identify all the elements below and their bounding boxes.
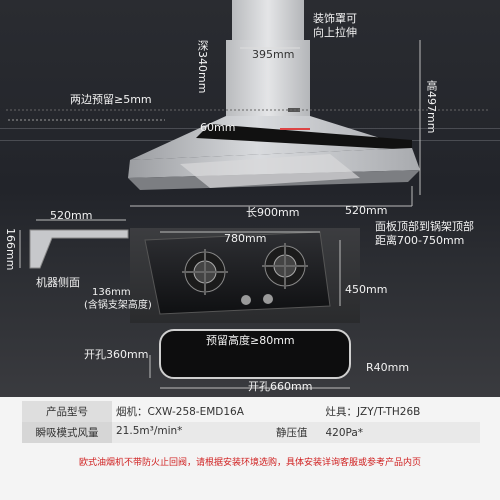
height-label: 高497mm [425, 80, 438, 134]
side-view-height-label: 166mm [4, 228, 17, 271]
chimney-depth-label: 深340mm [196, 40, 209, 94]
hood-model: 烟机：CXW-258-EMD16A [116, 406, 244, 418]
cutout-radius-label: R40mm [366, 361, 410, 374]
control-panel [196, 124, 412, 150]
stove-depth-label: 450mm [345, 283, 388, 296]
cutout-length-label: 开孔660mm [248, 380, 313, 393]
rack-height-note: (含锅支架高度) [84, 300, 152, 311]
rack-height-label: 136mm [92, 287, 131, 298]
footnote: 欧式油烟机不带防火止回阀，请根据安装环境选购，具体安装详询客服或参考产品内页 [78, 458, 421, 468]
hood-depth-label: 520mm [345, 204, 388, 217]
cutout-width-label: 开孔360mm [84, 348, 149, 361]
airflow-value: 21.5m³/min* 静压值 [112, 422, 322, 443]
side-view-width-label: 520mm [50, 209, 93, 222]
decor-cover-note-2: 向上拉伸 [313, 26, 357, 39]
spec-table: 产品型号 烟机：CXW-258-EMD16A 灶具：JZY/T-TH26B 瞬吸… [22, 401, 480, 443]
table-row: 产品型号 烟机：CXW-258-EMD16A 灶具：JZY/T-TH26B [22, 401, 480, 422]
side-clearance-label: 两边预留≥5mm [70, 93, 152, 106]
burner-left [182, 249, 228, 295]
knob-right [263, 294, 273, 304]
burner-right [262, 243, 308, 289]
side-view-caption: 机器侧面 [36, 276, 80, 289]
range-hood-illustration [6, 0, 490, 389]
stove-length-label: 780mm [224, 232, 267, 245]
pressure-header: 静压值 [275, 427, 308, 439]
length-label: 长900mm [246, 206, 300, 219]
chimney-upper [232, 0, 304, 42]
cutout-outline [159, 329, 351, 379]
side-view-shape [29, 229, 129, 269]
model-header: 产品型号 [22, 401, 112, 422]
reserve-height-label: 预留高度≥80mm [206, 334, 295, 347]
panel-width-label: 60mm [200, 121, 236, 134]
stove-model: 灶具：JZY/T-TH26B [325, 406, 421, 418]
table-row: 瞬吸模式风量 21.5m³/min* 静压值 420Pa* [22, 422, 480, 443]
spec-panel: 产品型号 烟机：CXW-258-EMD16A 灶具：JZY/T-TH26B 瞬吸… [0, 397, 500, 500]
knob-left [241, 295, 251, 305]
chimney-width-label: 395mm [252, 48, 295, 61]
pressure-value: 420Pa* [321, 422, 480, 443]
panel-to-rack-distance: 距离700-750mm [375, 234, 465, 247]
airflow-header: 瞬吸模式风量 [22, 422, 112, 443]
decor-cover-note: 装饰罩可 [313, 12, 357, 25]
panel-to-rack-label: 面板顶部到锅架顶部 [375, 220, 474, 233]
airflow-number: 21.5m³/min* [116, 425, 183, 437]
